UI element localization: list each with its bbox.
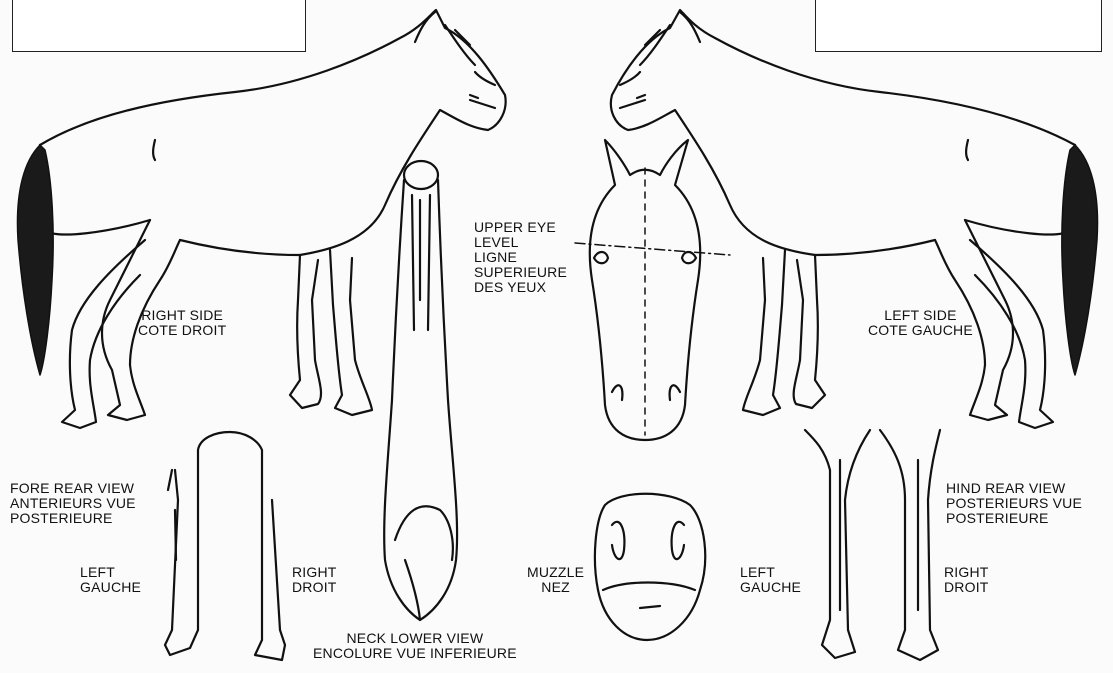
- horse-right-side-drawing: [38, 10, 506, 428]
- fore-rear-view-legs-drawing: [165, 432, 285, 660]
- muzzle-label: MUZZLE NEZ: [527, 565, 584, 595]
- eye-level-label: UPPER EYE LEVEL LIGNE SUPERIEURE DES YEU…: [474, 220, 567, 295]
- left-side-label: LEFT SIDE COTE GAUCHE: [868, 308, 973, 338]
- fore-rear-view-label: FORE REAR VIEW ANTERIEURS VUE POSTERIEUR…: [10, 481, 136, 526]
- hind-right-label: RIGHT DROIT: [944, 565, 989, 595]
- head-front-view-drawing: [575, 140, 730, 440]
- hind-left-label: LEFT GAUCHE: [740, 565, 801, 595]
- hind-rear-view-label: HIND REAR VIEW POSTERIEURS VUE POSTERIEU…: [946, 481, 1082, 526]
- right-side-label: RIGHT SIDE COTE DROIT: [138, 308, 226, 338]
- fore-left-label: LEFT GAUCHE: [80, 565, 141, 595]
- muzzle-drawing: [595, 494, 705, 640]
- neck-lower-view-label: NECK LOWER VIEW ENCOLURE VUE INFERIEURE: [313, 631, 517, 661]
- hind-rear-view-legs-drawing: [805, 430, 940, 660]
- neck-lower-view-drawing: [384, 161, 457, 620]
- fore-right-label: RIGHT DROIT: [292, 565, 337, 595]
- tail-right-side: [17, 145, 53, 375]
- horse-left-side-drawing: [611, 10, 1078, 428]
- tail-left-side: [1062, 145, 1098, 375]
